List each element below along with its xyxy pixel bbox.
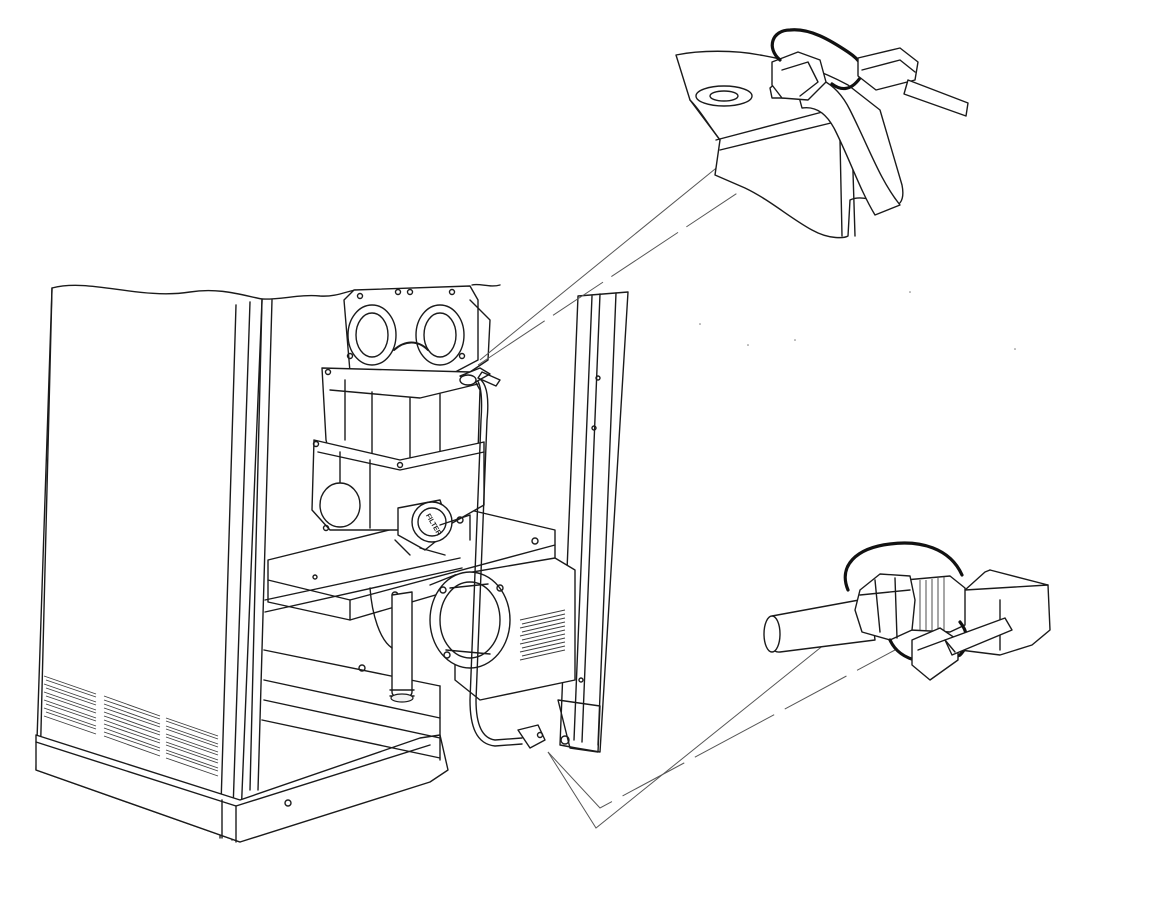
detail-top-seal <box>675 28 969 239</box>
seal-wire-tube <box>459 367 570 749</box>
scan-dots <box>699 291 1016 350</box>
pump-motor <box>369 557 576 701</box>
meter-assembly: FILTER <box>311 285 491 556</box>
callout-leaders <box>477 164 896 829</box>
cabinet-louvres <box>43 675 219 777</box>
detail-bottom-seal <box>763 541 1051 681</box>
filter-cap: FILTER <box>394 499 453 556</box>
dispenser-cabinet <box>35 283 629 843</box>
